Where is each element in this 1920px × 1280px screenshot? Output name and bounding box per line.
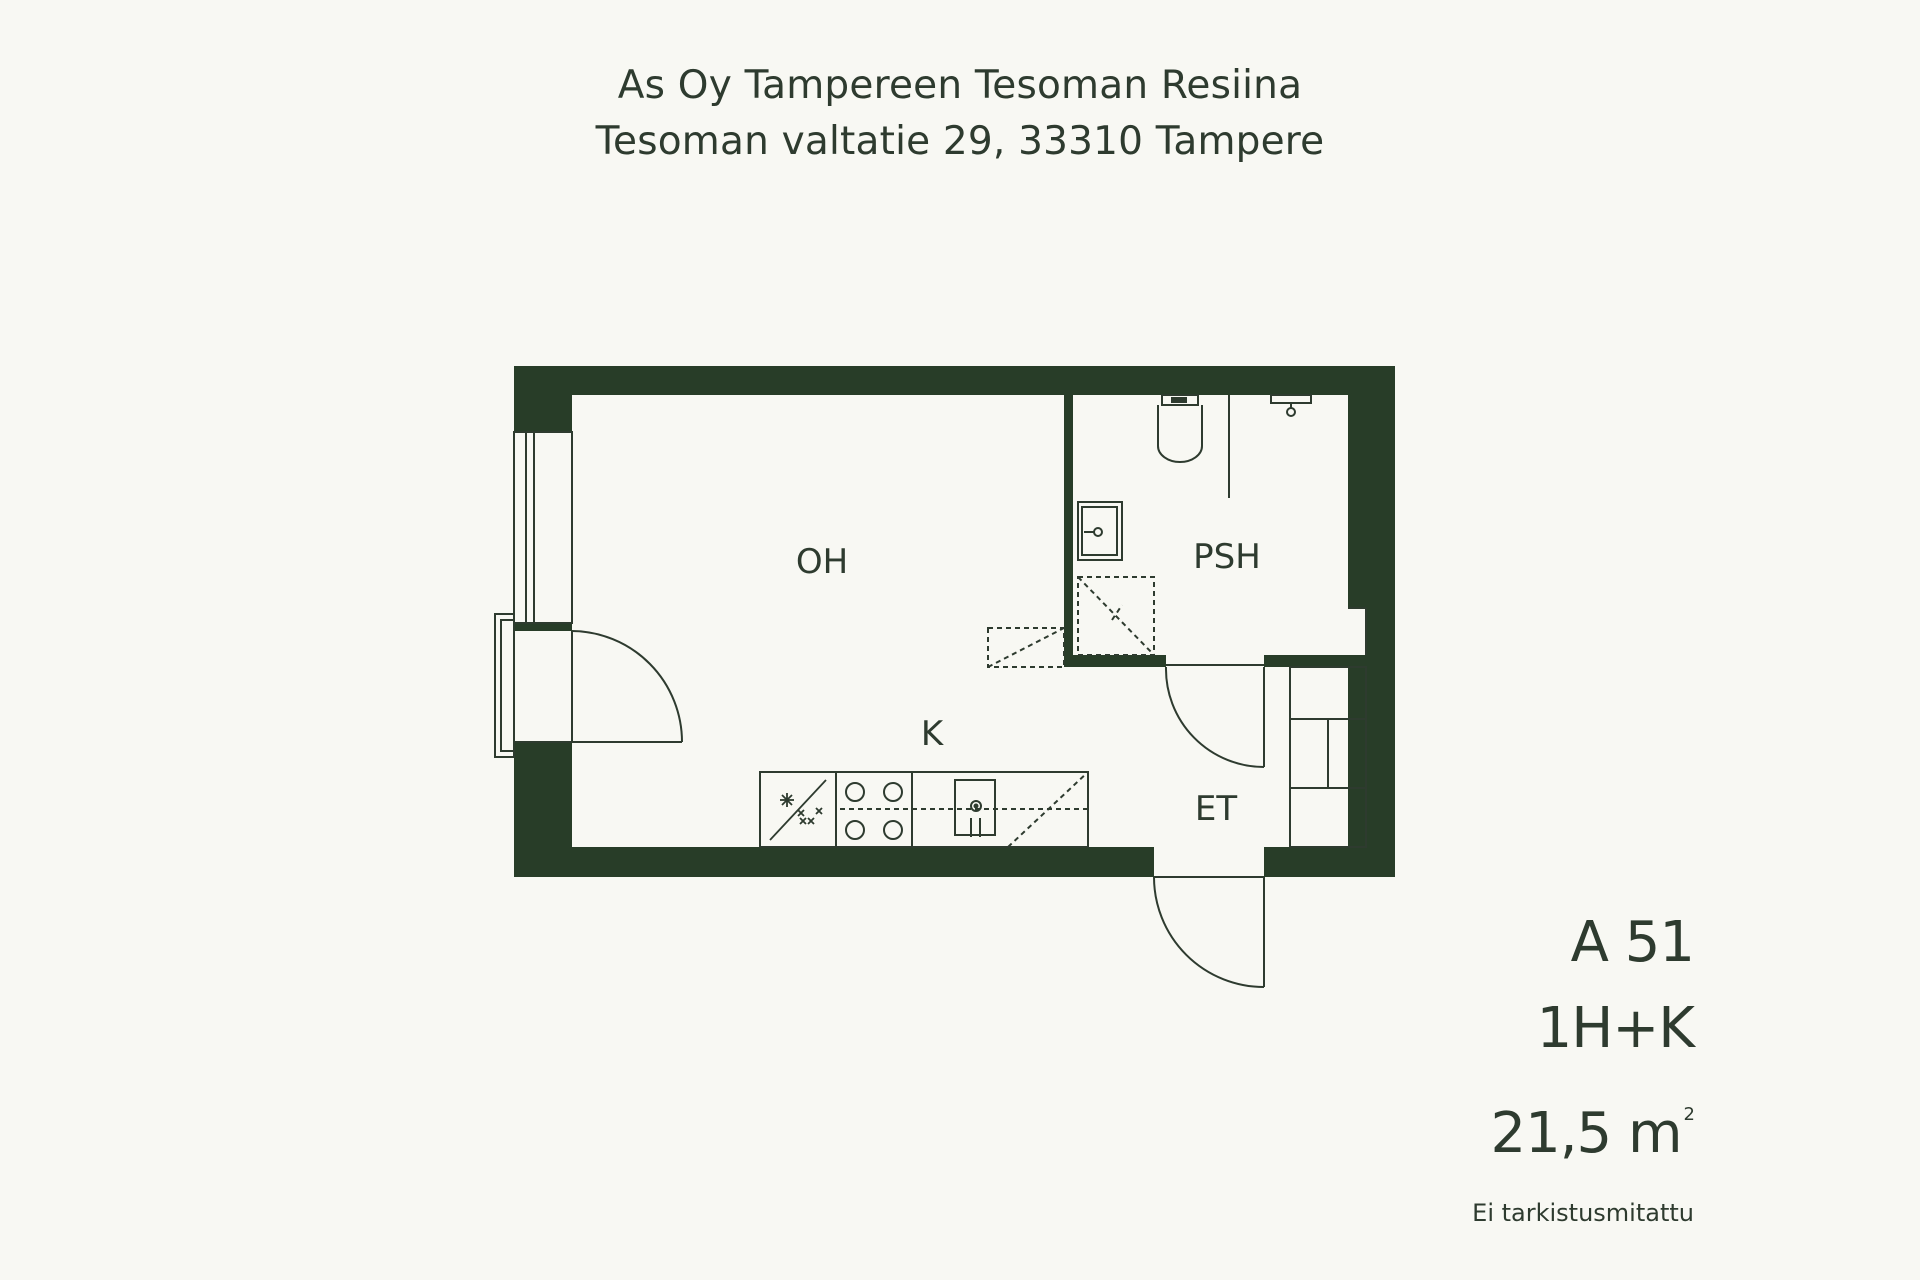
measurement-note: Ei tarkistusmitattu — [1472, 1199, 1694, 1227]
bathroom-cabinet — [1077, 576, 1155, 656]
fridge-icon — [769, 779, 827, 841]
wardrobe — [1289, 666, 1367, 848]
apartment-type: 1H+K — [1536, 996, 1695, 1061]
kitchen-counter — [759, 771, 1089, 848]
walls — [514, 366, 1395, 877]
building-title: As Oy Tampereen Tesoman Resiina — [617, 63, 1303, 108]
area-exponent: 2 — [1683, 1104, 1695, 1125]
shower-icon — [1228, 394, 1312, 498]
apartment-number: A 51 — [1570, 910, 1695, 975]
overhead-cabinet — [987, 627, 1065, 668]
bathroom-sink-icon — [1077, 501, 1123, 561]
area-value: 21,5 m — [1490, 1101, 1683, 1166]
room-label-et: ET — [1195, 789, 1237, 829]
room-label-k: K — [921, 714, 945, 754]
bathroom-door — [1164, 664, 1265, 768]
room-label-oh: OH — [796, 542, 848, 582]
building-address: Tesoman valtatie 29, 33310 Tampere — [595, 119, 1325, 164]
stove-icon — [845, 782, 903, 840]
kitchen-sink-icon — [954, 779, 996, 837]
room-label-psh: PSH — [1193, 537, 1261, 577]
balcony-door — [494, 613, 683, 758]
header: As Oy Tampereen Tesoman Resiina Tesoman … — [0, 58, 1920, 170]
entrance-door — [1153, 876, 1265, 988]
window — [513, 431, 573, 624]
toilet-icon — [1157, 394, 1203, 463]
